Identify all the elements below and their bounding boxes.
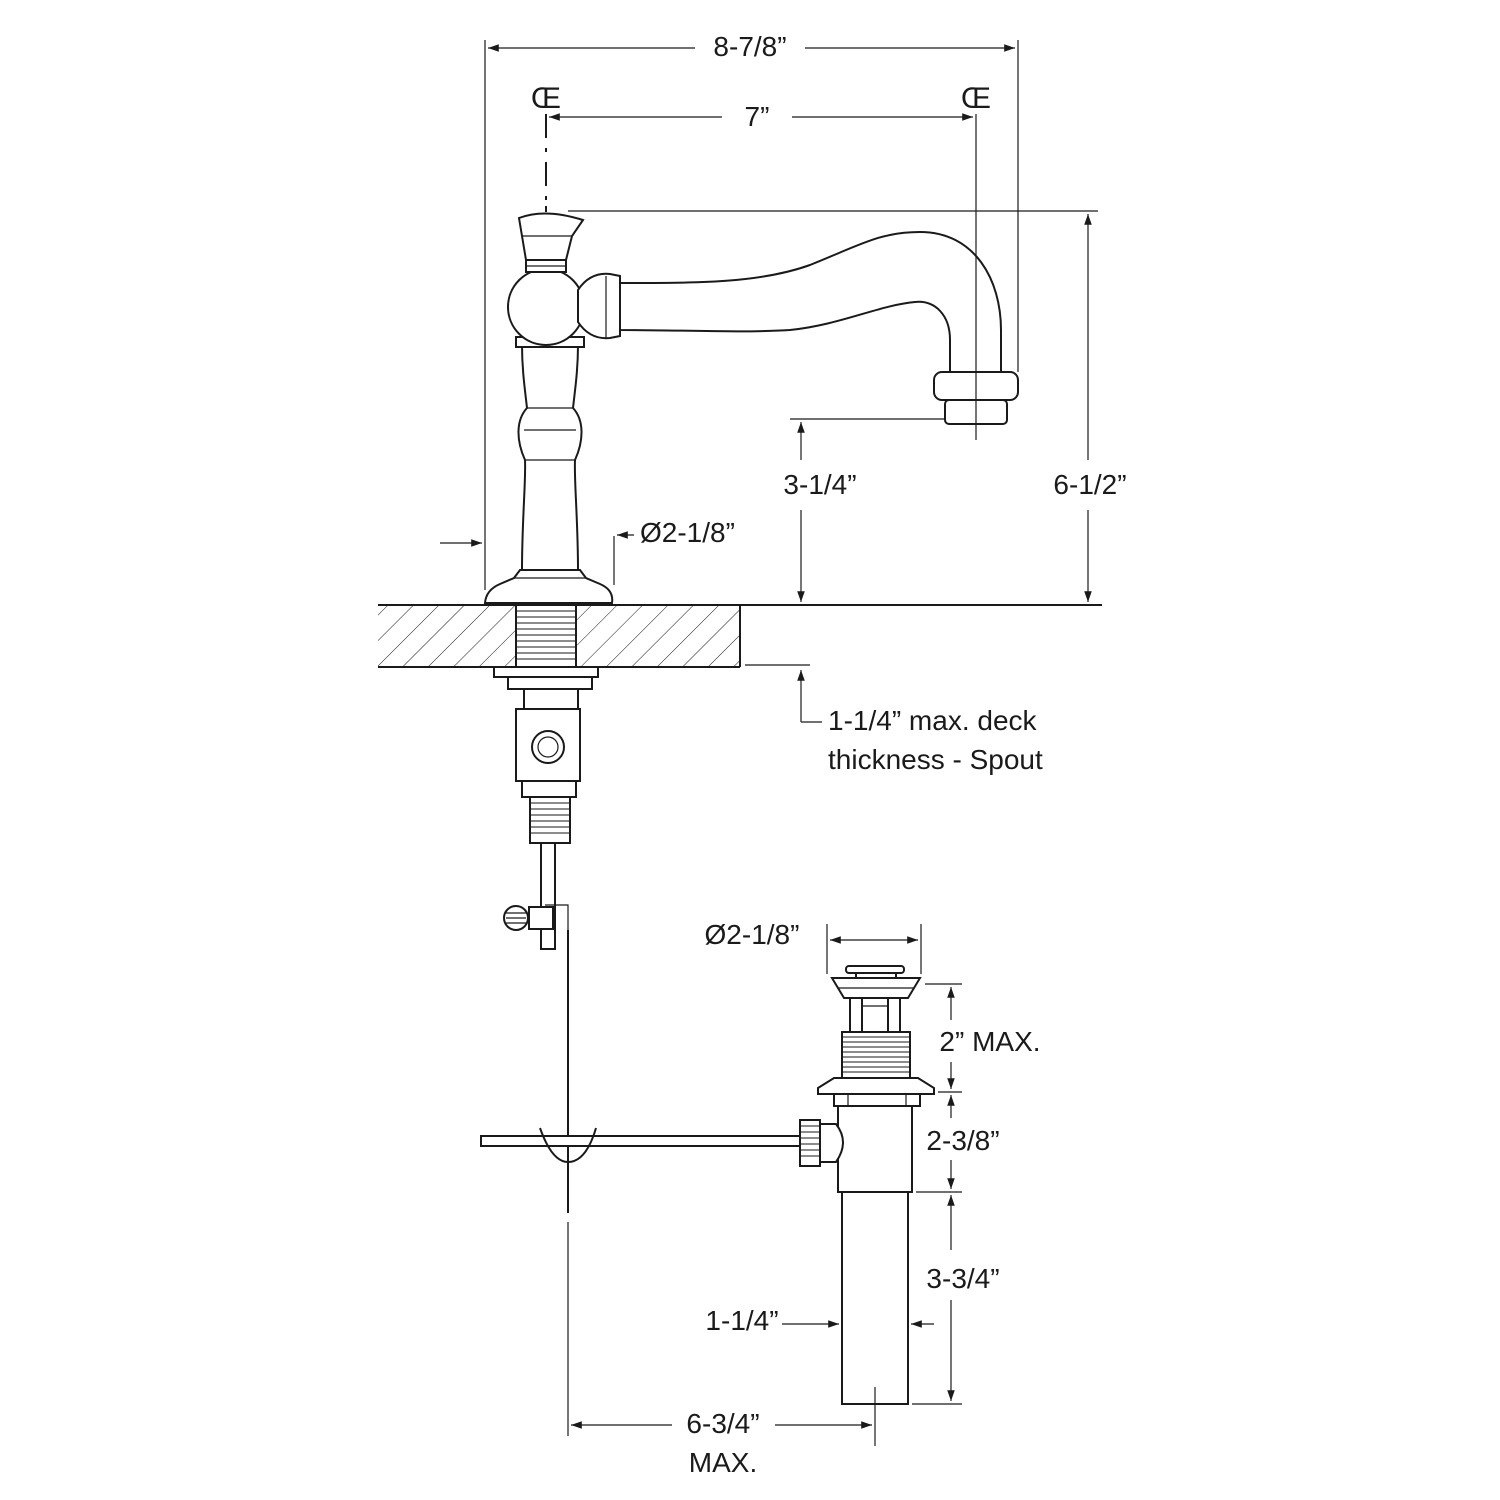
faucet-spout [483, 212, 1019, 604]
centerline-symbol-left: Œ [531, 82, 561, 115]
dim-spout-height: 6-1/2” [1053, 469, 1126, 500]
dim-spout-clearance: 3-1/4” [783, 469, 856, 500]
deck-section [378, 604, 1102, 668]
dim-drain-body-max: 2” MAX. [939, 1026, 1040, 1057]
dim-overall-width: 8-7/8” [713, 31, 786, 62]
dim-drain-to-pivot: 2-3/8” [926, 1125, 999, 1156]
dim-tailpiece-length: 3-3/4” [926, 1263, 999, 1294]
dim-base-diameter: Ø2-1/8” [640, 517, 735, 548]
centerlines: Œ Œ [531, 82, 991, 440]
dimension-lines [440, 40, 1098, 1446]
faucet-shank-assembly [493, 604, 599, 1213]
shank-threads [516, 610, 576, 660]
dim-deck-thickness-line2: thickness - Spout [828, 744, 1043, 775]
valve-threads [530, 802, 570, 834]
pop-up-drain-assembly [480, 965, 935, 1405]
centerline-symbol-right: Œ [961, 82, 991, 115]
drain-threads [842, 1036, 910, 1073]
dim-drain-flange-diameter: Ø2-1/8” [705, 919, 800, 950]
dim-rod-reach: 6-3/4” [686, 1408, 759, 1439]
dim-tailpiece-diameter: 1-1/4” [705, 1305, 778, 1336]
dim-deck-thickness-line1: 1-1/4” max. deck [828, 705, 1038, 736]
dimension-labels: 8-7/8” 7” 6-1/2” 3-1/4” Ø2-1/8” 1-1/4” m… [640, 31, 1127, 1478]
dim-rod-reach-note: MAX. [689, 1447, 757, 1478]
dim-center-to-center: 7” [745, 101, 770, 132]
